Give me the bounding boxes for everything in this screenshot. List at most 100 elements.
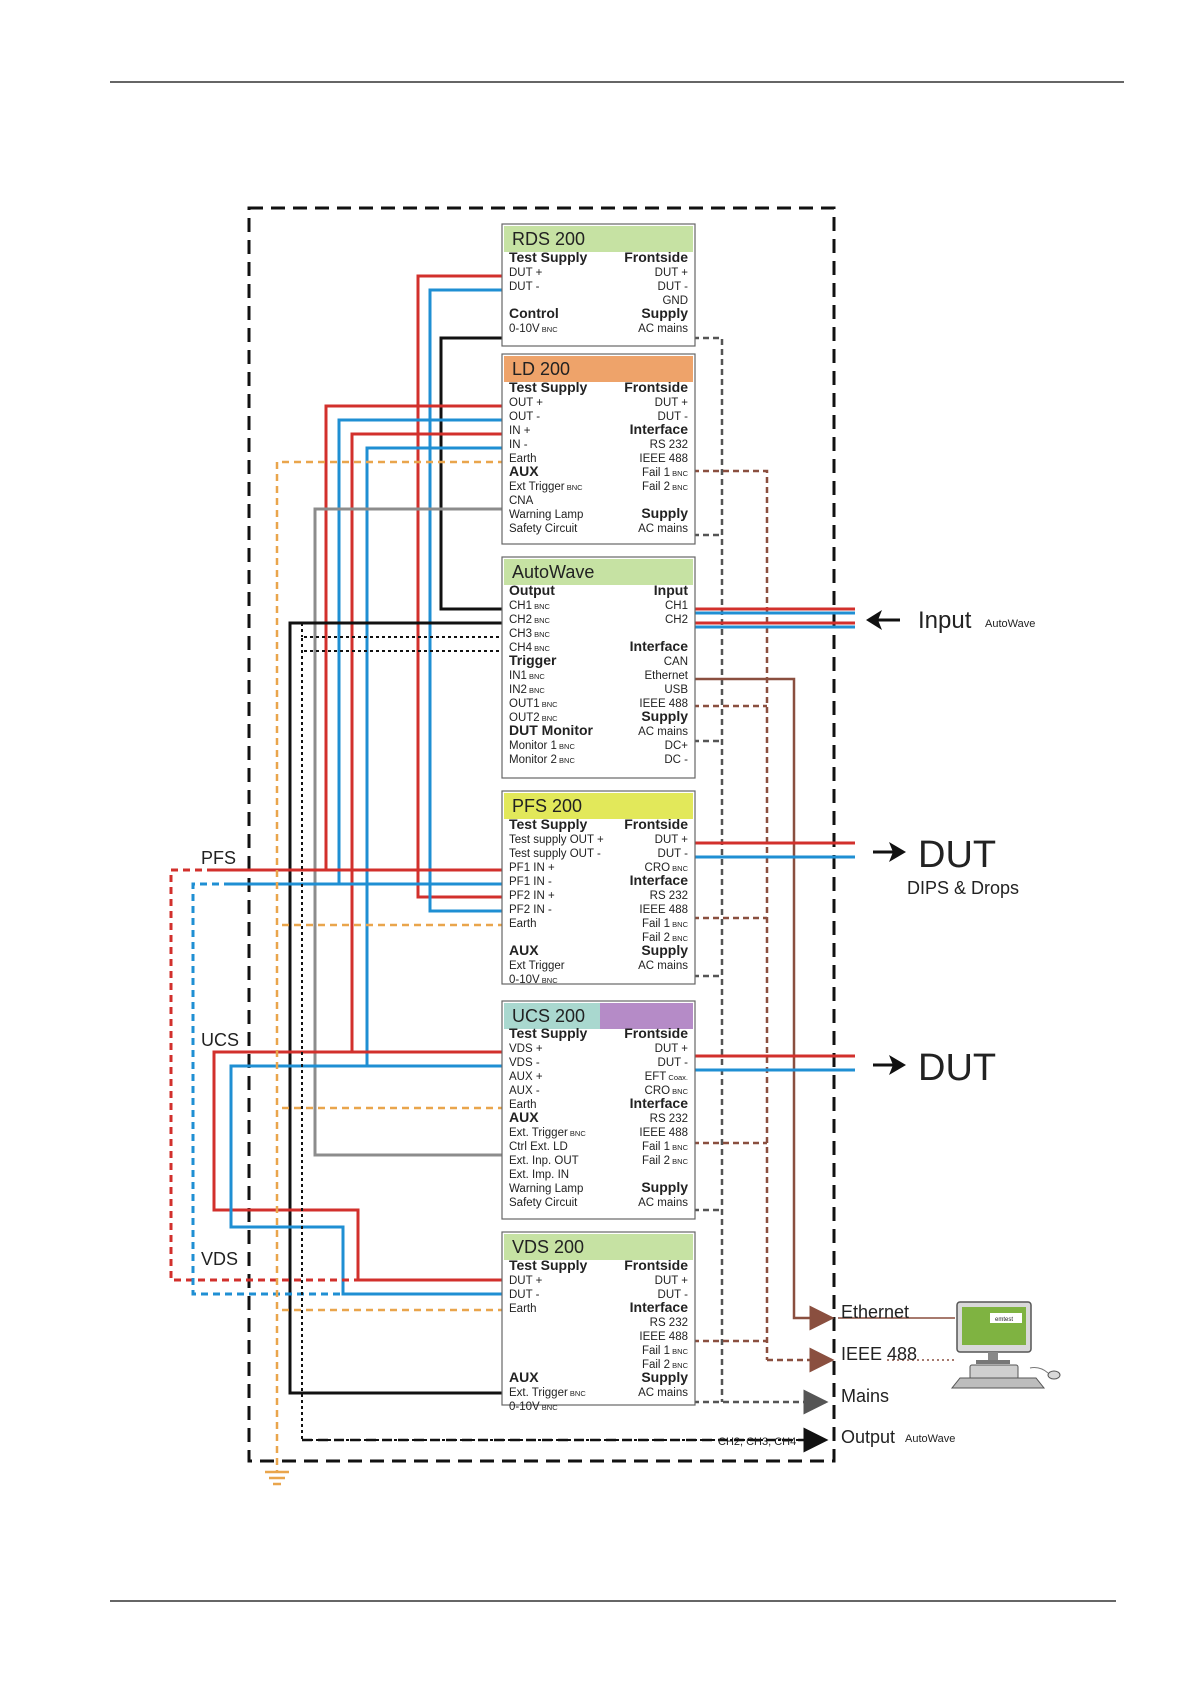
device-port-left-ld: OUT - xyxy=(509,411,540,423)
device-title-vds: VDS 200 xyxy=(512,1237,584,1257)
device-header-pfs xyxy=(504,793,693,819)
ieee-label: IEEE 488 xyxy=(841,1344,917,1364)
device-port-left-vds: Ext. Trigger BNC xyxy=(509,1387,586,1399)
device-port-right-ucs: CRO BNC xyxy=(645,1085,689,1097)
device-port-left-aw: Trigger xyxy=(509,652,557,668)
device-port-right-aw: Supply xyxy=(641,708,688,724)
device-port-left-ld: Ext Trigger BNC xyxy=(509,481,583,493)
device-port-left-aw: CH3 BNC xyxy=(509,628,551,640)
device-port-left-ucs: AUX - xyxy=(509,1085,540,1097)
device-header-accent-ucs xyxy=(600,1003,693,1029)
side-label-ucs: UCS xyxy=(201,1030,239,1050)
device-port-left-aw: Monitor 2 BNC xyxy=(509,754,575,766)
device-port-left-vds: DUT - xyxy=(509,1289,540,1301)
wire-aw-ch2-vds-control xyxy=(288,621,505,1395)
device-port-left-aw: CH4 BNC xyxy=(509,642,551,654)
device-port-right-pfs: Fail 1 BNC xyxy=(642,918,689,930)
device-port-left-ucs: AUX + xyxy=(509,1071,543,1083)
device-port-right-ucs: AC mains xyxy=(638,1197,688,1209)
earth-ground-symbol xyxy=(265,1470,289,1486)
device-port-right-ld: Supply xyxy=(641,505,688,521)
device-port-right-aw: CH1 xyxy=(665,600,688,612)
device-title-ld: LD 200 xyxy=(512,359,570,379)
device-port-left-ld: CNA xyxy=(509,495,534,507)
device-title-ucs: UCS 200 xyxy=(512,1006,585,1026)
device-port-right-ld: RS 232 xyxy=(650,439,688,451)
device-port-left-pfs: Test Supply xyxy=(509,816,588,832)
device-port-right-ld: Fail 2 BNC xyxy=(642,481,689,493)
device-port-left-ld: IN + xyxy=(509,425,531,437)
side-label-pfs: PFS xyxy=(201,848,236,868)
device-port-right-aw: DC - xyxy=(664,754,688,766)
device-port-left-ucs: AUX xyxy=(509,1109,539,1125)
dut-dips-sublabel: DIPS & Drops xyxy=(907,878,1019,898)
wire-pfs-plus-dashed xyxy=(169,868,505,1282)
device-port-right-ld: DUT - xyxy=(658,411,689,423)
output-label: Output xyxy=(841,1427,895,1447)
device-port-right-aw: Interface xyxy=(630,638,689,654)
device-header-ld xyxy=(504,356,693,382)
device-port-left-aw: IN1 BNC xyxy=(509,670,545,682)
wire-rds-control-aw-ch1 xyxy=(439,336,505,611)
wire-ld-in-minus xyxy=(365,446,505,1068)
device-title-pfs: PFS 200 xyxy=(512,796,582,816)
device-port-left-pfs: Earth xyxy=(509,918,537,930)
device-title-aw: AutoWave xyxy=(512,562,594,582)
device-port-right-rds: Supply xyxy=(641,305,688,321)
device-port-left-ucs: Earth xyxy=(509,1099,537,1111)
device-port-right-rds: AC mains xyxy=(638,323,688,335)
device-port-right-vds: Interface xyxy=(630,1299,689,1315)
device-port-right-rds: DUT - xyxy=(658,281,689,293)
device-port-right-vds: Supply xyxy=(641,1369,688,1385)
device-port-left-vds: 0-10V BNC xyxy=(509,1401,558,1413)
device-header-rds xyxy=(504,226,693,252)
device-port-left-aw: OUT2 BNC xyxy=(509,712,558,724)
earth-wires xyxy=(275,460,505,1472)
device-port-left-pfs: PF2 IN - xyxy=(509,904,552,916)
device-port-left-ld: Safety Circuit xyxy=(509,523,578,535)
device-port-right-vds: RS 232 xyxy=(650,1317,688,1329)
device-port-right-rds: GND xyxy=(662,295,688,307)
device-port-left-ucs: VDS - xyxy=(509,1057,540,1069)
device-port-right-aw: Input xyxy=(654,582,689,598)
device-port-left-ucs: Test Supply xyxy=(509,1025,588,1041)
device-port-left-pfs: PF2 IN + xyxy=(509,890,555,902)
device-port-left-ld: Earth xyxy=(509,453,537,465)
device-port-left-ld: Test Supply xyxy=(509,379,588,395)
device-port-right-rds: Frontside xyxy=(624,249,688,265)
device-port-right-ucs: DUT - xyxy=(658,1057,689,1069)
channels-label: CH2, CH3, CH4 xyxy=(718,1436,796,1448)
device-port-left-ucs: Ctrl Ext. LD xyxy=(509,1141,568,1153)
device-port-left-aw: DUT Monitor xyxy=(509,722,594,738)
device-port-left-pfs: Ext Trigger xyxy=(509,960,565,972)
device-port-left-ucs: Ext. Trigger BNC xyxy=(509,1127,586,1139)
device-port-right-ld: AC mains xyxy=(638,523,688,535)
device-port-left-aw: OUT1 BNC xyxy=(509,698,558,710)
device-port-left-ucs: Ext. Imp. IN xyxy=(509,1169,569,1181)
device-port-left-ucs: VDS + xyxy=(509,1043,543,1055)
device-port-right-aw: CAN xyxy=(664,656,688,668)
device-port-left-ld: AUX xyxy=(509,463,539,479)
pc-computer-icon: emtest xyxy=(950,1301,1061,1389)
input-sublabel: AutoWave xyxy=(985,618,1035,630)
device-port-right-ucs: DUT + xyxy=(655,1043,689,1055)
device-port-right-ucs: IEEE 488 xyxy=(639,1127,688,1139)
device-port-left-aw: Monitor 1 BNC xyxy=(509,740,575,752)
device-port-right-ld: Fail 1 BNC xyxy=(642,467,689,479)
device-port-left-pfs: Test supply OUT + xyxy=(509,834,604,846)
device-port-left-vds: AUX xyxy=(509,1369,539,1385)
device-port-left-vds: Test Supply xyxy=(509,1257,588,1273)
ethernet-wire xyxy=(693,677,835,1331)
ieee-bus xyxy=(693,469,769,1360)
aw-ch-dotted-outputs xyxy=(301,623,820,1441)
device-port-right-aw: DC+ xyxy=(665,740,689,752)
device-port-right-aw: CH2 xyxy=(665,614,688,626)
device-port-right-ucs: RS 232 xyxy=(650,1113,688,1125)
device-frame-ucs xyxy=(501,1000,696,1220)
device-port-right-pfs: RS 232 xyxy=(650,890,688,902)
